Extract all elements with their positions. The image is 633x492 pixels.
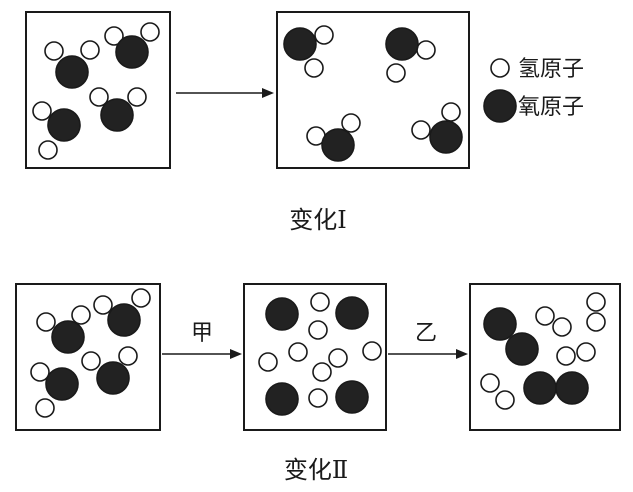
- oxygen-atom: [115, 35, 149, 69]
- hydrogen-atom: [308, 388, 328, 408]
- hydrogen-atom: [81, 351, 101, 371]
- hydrogen-atom: [304, 58, 324, 78]
- oxygen-atom: [283, 27, 317, 61]
- hydrogen-atom: [411, 120, 431, 140]
- hydrogen-atom: [480, 373, 500, 393]
- oxygen-atom: [47, 108, 81, 142]
- legend-oxygen-icon: [483, 89, 517, 123]
- hydrogen-atom: [89, 87, 109, 107]
- caption-change2: 变化Ⅱ: [284, 456, 348, 484]
- change2-arrow-jia: [162, 349, 242, 359]
- hydrogen-atom: [586, 312, 606, 332]
- atoms-layer: [30, 22, 606, 418]
- hydrogen-atom: [288, 342, 308, 362]
- hydrogen-atom: [362, 341, 382, 361]
- oxygen-atom: [321, 128, 355, 162]
- legend-hydrogen-label: 氢原子: [518, 57, 584, 82]
- oxygen-atom: [55, 55, 89, 89]
- caption-change1: 变化Ⅰ: [289, 206, 346, 234]
- hydrogen-atom: [416, 40, 436, 60]
- change2-box-final: [469, 283, 621, 431]
- hydrogen-atom: [44, 41, 64, 61]
- hydrogen-atom: [258, 352, 278, 372]
- hydrogen-atom: [556, 346, 576, 366]
- change1-box-before: [25, 11, 171, 169]
- hydrogen-atom: [36, 312, 56, 332]
- hydrogen-atom: [314, 25, 334, 45]
- legend-oxygen-label: 氧原子: [518, 95, 584, 120]
- oxygen-atom: [45, 367, 79, 401]
- change2-box-initial: [15, 283, 161, 431]
- hydrogen-atom: [35, 398, 55, 418]
- hydrogen-atom: [80, 40, 100, 60]
- oxygen-atom: [335, 380, 369, 414]
- change1-arrow: [176, 88, 274, 98]
- hydrogen-atom: [386, 63, 406, 83]
- oxygen-atom: [505, 332, 539, 366]
- hydrogen-atom: [32, 101, 52, 121]
- hydrogen-atom: [308, 320, 328, 340]
- hydrogen-atom: [131, 288, 151, 308]
- oxygen-atom: [265, 382, 299, 416]
- hydrogen-atom: [38, 140, 58, 160]
- oxygen-atom: [483, 307, 517, 341]
- hydrogen-atom: [441, 102, 461, 122]
- hydrogen-atom: [93, 295, 113, 315]
- legend-hydrogen-icon: [490, 58, 510, 78]
- hydrogen-atom: [127, 87, 147, 107]
- arrow-label-jia: 甲: [191, 321, 213, 346]
- hydrogen-atom: [140, 22, 160, 42]
- oxygen-atom: [523, 371, 557, 405]
- hydrogen-atom: [328, 348, 348, 368]
- change2-arrow-yi: [388, 349, 468, 359]
- oxygen-atom: [385, 27, 419, 61]
- oxygen-atom: [265, 297, 299, 331]
- hydrogen-atom: [576, 342, 596, 362]
- oxygen-atom: [429, 120, 463, 154]
- oxygen-atom: [107, 303, 141, 337]
- hydrogen-atom: [552, 317, 572, 337]
- oxygen-atom: [555, 371, 589, 405]
- oxygen-atom: [100, 98, 134, 132]
- oxygen-atom: [51, 320, 85, 354]
- hydrogen-atom: [104, 26, 124, 46]
- hydrogen-atom: [30, 362, 50, 382]
- hydrogen-atom: [341, 113, 361, 133]
- oxygen-atom: [96, 361, 130, 395]
- hydrogen-atom: [586, 292, 606, 312]
- hydrogen-atom: [535, 306, 555, 326]
- hydrogen-atom: [71, 305, 91, 325]
- hydrogen-atom: [495, 390, 515, 410]
- oxygen-atom: [335, 296, 369, 330]
- change2-box-middle: [243, 283, 387, 431]
- arrow-label-yi: 乙: [415, 321, 437, 346]
- hydrogen-atom: [118, 346, 138, 366]
- hydrogen-atom: [310, 292, 330, 312]
- change1-box-after: [276, 11, 470, 169]
- hydrogen-atom: [312, 362, 332, 382]
